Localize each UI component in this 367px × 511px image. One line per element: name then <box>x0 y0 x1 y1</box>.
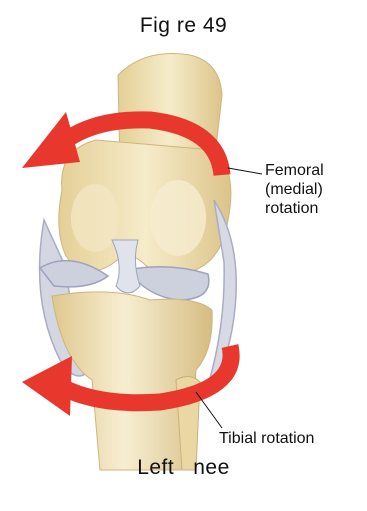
femoral-leader-line <box>228 168 262 174</box>
femoral-label-line1: Femoral <box>265 161 324 180</box>
figure-caption: Left nee <box>0 456 367 480</box>
tibial-arrowhead <box>22 356 72 416</box>
femoral-rotation-label: Femoral (medial) rotation <box>265 161 324 218</box>
femoral-arrowhead <box>22 112 80 168</box>
tibial-leader-line <box>196 392 222 428</box>
meniscus-medial <box>128 267 209 300</box>
femoral-label-line3: rotation <box>265 199 324 218</box>
tibial-rotation-label: Tibial rotation <box>219 429 314 448</box>
femoral-label-line2: (medial) <box>265 180 324 199</box>
cruciate-ligament <box>112 240 140 293</box>
